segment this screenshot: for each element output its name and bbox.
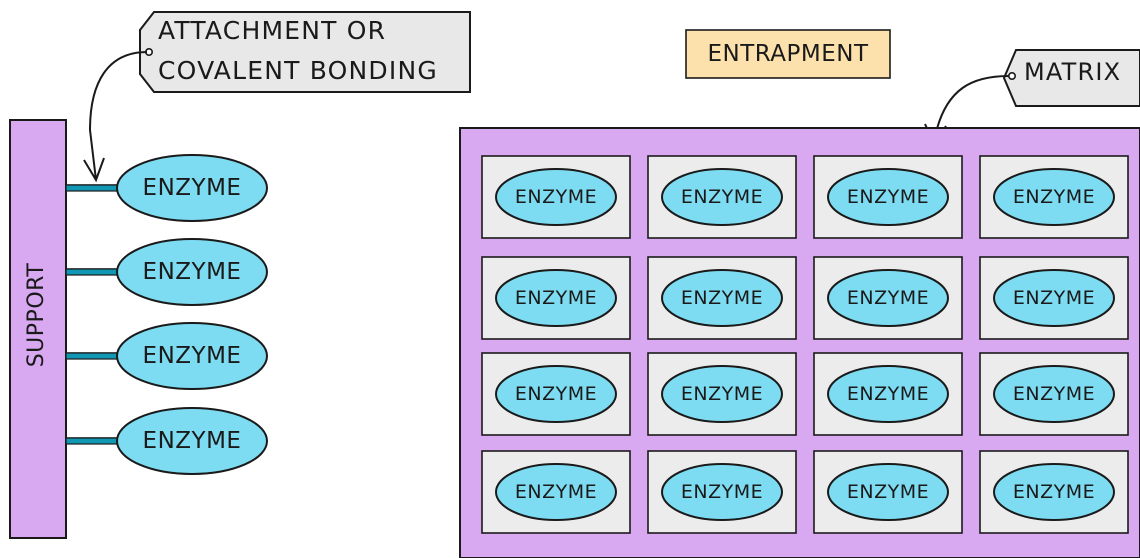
attachment-tag-line2: COVALENT BONDING [158, 56, 438, 85]
entrapment-title: ENTRAPMENT [707, 41, 869, 67]
enzyme-shape [116, 407, 268, 475]
enzyme-label: ENZYME [846, 383, 930, 405]
enzyme-label: ENZYME [680, 481, 764, 503]
enzyme-shape [495, 463, 617, 521]
covalent-link [65, 352, 123, 360]
enzyme-shape [827, 365, 949, 423]
enzyme-shape [827, 463, 949, 521]
covalent-link [65, 437, 123, 445]
enzyme-label: ENZYME [142, 428, 242, 454]
enzyme-shape [827, 269, 949, 327]
tag-hole [1007, 72, 1016, 81]
attachment-tag-shape [139, 11, 471, 93]
enzyme-shape [495, 168, 617, 226]
attachment-pointer-arrow [88, 51, 148, 181]
enzyme-label: ENZYME [680, 287, 764, 309]
enzyme-shape [116, 154, 268, 222]
support-bar [9, 119, 67, 539]
enzyme-label: ENZYME [1012, 383, 1096, 405]
enzyme-shape [661, 168, 783, 226]
enzyme-label: ENZYME [680, 186, 764, 208]
enzyme-shape [661, 269, 783, 327]
arrowhead [83, 157, 105, 183]
enzyme-label: ENZYME [514, 186, 598, 208]
enzyme-shape [661, 463, 783, 521]
enzyme-label: ENZYME [514, 383, 598, 405]
covalent-link [65, 268, 123, 276]
enzyme-shape [993, 269, 1115, 327]
enzyme-shape [993, 365, 1115, 423]
enzyme-label: ENZYME [142, 175, 242, 201]
enzyme-shape [661, 365, 783, 423]
covalent-link [65, 184, 123, 192]
enzyme-label: ENZYME [846, 287, 930, 309]
enzyme-label: ENZYME [514, 287, 598, 309]
enzyme-shape [827, 168, 949, 226]
enzyme-shape [495, 365, 617, 423]
attachment-tag-line1: ATTACHMENT OR [158, 16, 387, 45]
enzyme-label: ENZYME [142, 259, 242, 285]
support-label: SUPPORT [23, 262, 49, 368]
matrix-pointer-arrow [933, 75, 1010, 143]
enzyme-label: ENZYME [1012, 186, 1096, 208]
enzyme-label: ENZYME [514, 481, 598, 503]
entrapment-title-box [685, 29, 891, 79]
enzyme-shape [993, 463, 1115, 521]
matrix-tag-label: MATRIX [1024, 58, 1122, 86]
enzyme-label: ENZYME [846, 186, 930, 208]
enzyme-label: ENZYME [1012, 481, 1096, 503]
matrix-tag-shape [1002, 49, 1140, 107]
enzyme-shape [993, 168, 1115, 226]
enzyme-label: ENZYME [142, 343, 242, 369]
enzyme-shape [495, 269, 617, 327]
enzyme-label: ENZYME [680, 383, 764, 405]
enzyme-shape [116, 238, 268, 306]
enzyme-label: ENZYME [1012, 287, 1096, 309]
enzyme-label: ENZYME [846, 481, 930, 503]
enzyme-shape [116, 322, 268, 390]
